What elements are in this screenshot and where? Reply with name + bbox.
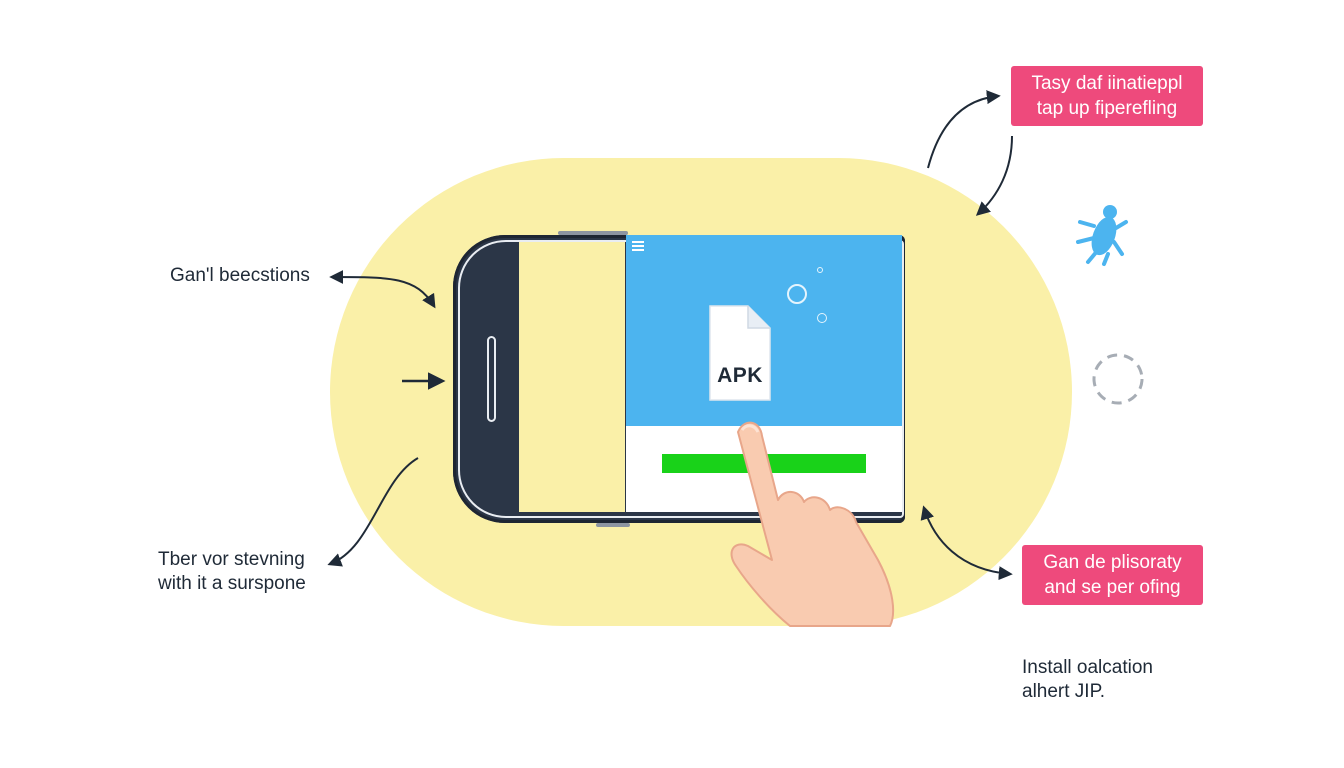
bug-icon	[1076, 205, 1128, 266]
phone-screen-left-panel	[519, 242, 625, 512]
tag-top-right: Tasy daf iinatieppl tap up fiperefling	[1011, 66, 1203, 126]
arrow-top-right-up	[927, 90, 1001, 169]
callout-left-top: Gan'l beecstions	[170, 265, 310, 286]
apk-file-icon[interactable]	[708, 304, 772, 402]
loading-ring-icon	[1092, 353, 1144, 405]
hand-pointer-icon	[730, 421, 895, 627]
callout-left-bottom: Tber vor stevning with it a surspone	[158, 549, 306, 594]
callout-bottom-right: Install oalcation alhert JIP.	[1022, 657, 1153, 702]
phone-home-bar	[487, 336, 496, 422]
menu-icon[interactable]	[632, 241, 644, 251]
phone-volume-button	[558, 231, 628, 235]
bubble-decoration	[787, 284, 807, 304]
arrow-left-top	[329, 270, 436, 309]
phone-side-button	[596, 523, 630, 527]
bubble-decoration	[817, 267, 823, 273]
apk-file-label: APK	[717, 364, 763, 387]
arrow-top-right-down	[975, 135, 1013, 216]
arrow-bottom-right	[920, 505, 1013, 581]
tag-bottom-right: Gan de plisoraty and se per ofing	[1022, 545, 1203, 605]
bubble-decoration	[817, 313, 827, 323]
arrow-left-bottom	[327, 457, 419, 567]
